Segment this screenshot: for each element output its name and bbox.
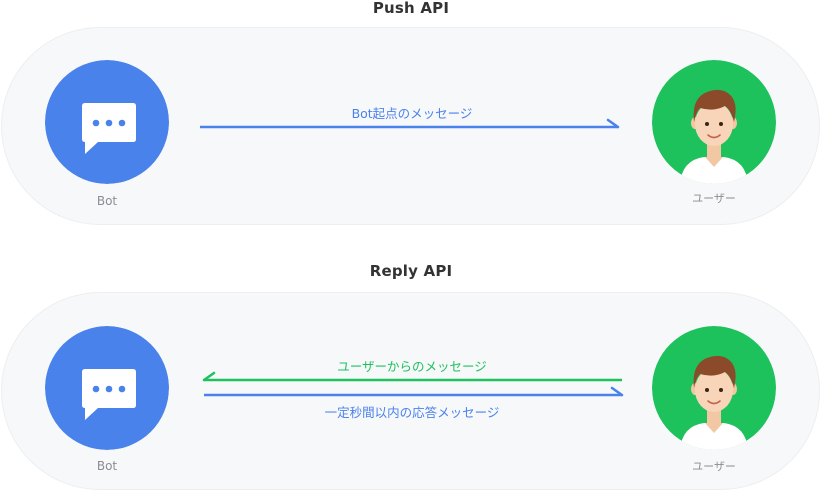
reply-api-title: Reply API bbox=[369, 262, 453, 280]
push-user-avatar bbox=[652, 60, 776, 184]
reply-outgoing-label: 一定秒間以内の応答メッセージ bbox=[324, 405, 500, 420]
reply-user-label: ユーザー bbox=[692, 460, 736, 473]
push-arrow-label: Bot起点のメッセージ bbox=[351, 106, 473, 121]
push-bot-avatar bbox=[45, 60, 169, 184]
chat-bubble-icon bbox=[45, 60, 169, 184]
user-avatar-icon bbox=[652, 60, 776, 184]
push-arrow bbox=[200, 118, 620, 129]
push-bot-label: Bot bbox=[96, 194, 118, 208]
reply-outgoing-arrow bbox=[204, 386, 624, 397]
reply-incoming-label: ユーザーからのメッセージ bbox=[337, 359, 487, 374]
reply-user-avatar bbox=[652, 326, 776, 450]
reply-bot-avatar bbox=[45, 326, 169, 450]
reply-incoming-arrow bbox=[202, 371, 622, 382]
user-avatar-icon bbox=[652, 326, 776, 450]
reply-bot-label: Bot bbox=[96, 459, 118, 473]
push-api-title: Push API bbox=[372, 0, 450, 17]
push-user-label: ユーザー bbox=[692, 192, 736, 205]
chat-bubble-icon bbox=[45, 326, 169, 450]
